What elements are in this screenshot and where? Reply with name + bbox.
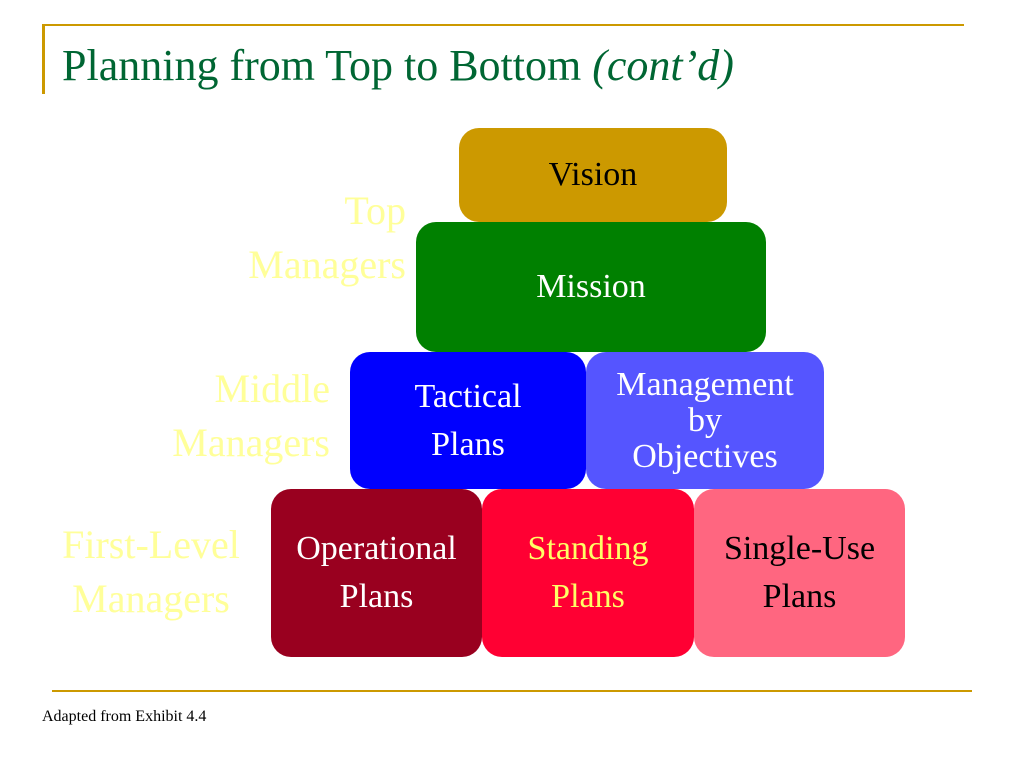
level-label-middle: Middle Managers [120,362,330,470]
operational-plans-box: Operational Plans [271,489,482,657]
standing-plans-line2: Plans [551,578,625,615]
source-note: Adapted from Exhibit 4.4 [42,708,207,725]
single-use-plans-line1: Single-Use [723,530,876,567]
level-label-top-line2: Managers [248,242,406,287]
operational-plans-line2: Plans [339,578,414,615]
standing-plans-box: Standing Plans [482,489,694,657]
mission-box: Mission [416,222,766,352]
footer-divider [52,690,972,692]
standing-plans-line1: Standing [527,530,649,567]
tactical-plans-line2: Plans [431,425,505,463]
mission-label: Mission [536,268,646,305]
single-use-plans-box: Single-Use Plans [694,489,905,657]
mbo-line3: Objectives [632,437,778,475]
level-label-middle-line1: Middle [214,366,330,411]
mbo-line1: Management [616,365,794,403]
level-label-first-line1: First-Level [62,522,240,567]
tactical-plans-line1: Tactical [414,377,522,415]
mbo-box: Management by Objectives [586,352,824,489]
tactical-plans-box: Tactical Plans [350,352,586,489]
level-label-first: First-Level Managers [40,518,262,626]
level-label-middle-line2: Managers [172,420,330,465]
single-use-plans-line2: Plans [762,578,837,615]
mbo-line2: by [688,401,722,439]
operational-plans-line1: Operational [296,530,457,567]
title-accent-horizontal [42,24,964,26]
level-label-first-line2: Managers [72,576,230,621]
level-label-top: Top Managers [200,184,406,292]
vision-label: Vision [548,156,638,193]
level-label-top-line1: Top [344,188,406,233]
slide-title: Planning from Top to Bottom (cont’d) [62,40,734,91]
title-accent-vertical [42,24,45,94]
vision-box: Vision [459,128,727,222]
slide-title-main: Planning from Top to Bottom [62,41,582,90]
slide-title-suffix: (cont’d) [592,41,734,90]
